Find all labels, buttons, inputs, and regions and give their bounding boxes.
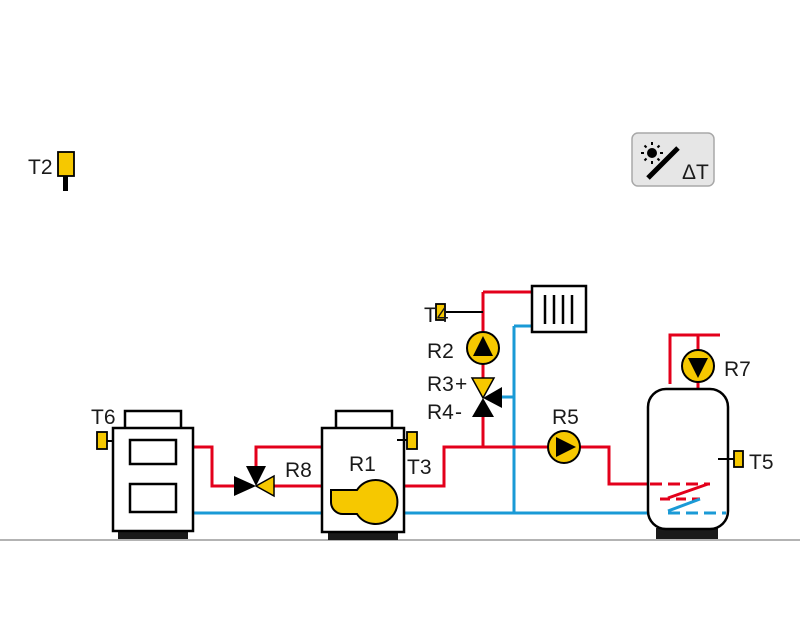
function-button[interactable]: ΔT: [631, 132, 715, 187]
label-r5: R5: [552, 406, 579, 429]
valve-right: [254, 474, 275, 498]
sensor-t5: T5: [718, 450, 774, 474]
valve-left: [234, 476, 256, 496]
storage-tank: [646, 387, 730, 539]
pump-r2: R2: [427, 331, 500, 365]
supply-pipes: [192, 290, 720, 488]
burner-icon: [329, 479, 399, 525]
valve-r3-r4: R3 + R4 -: [427, 373, 502, 424]
pump-r7: R7: [681, 349, 751, 383]
valve-side: [483, 387, 502, 408]
return-pipes: [192, 324, 675, 515]
boiler-top: [334, 409, 394, 431]
label-t5: T5: [749, 451, 774, 474]
label-r8: R8: [285, 459, 312, 482]
label-t4: T4: [424, 304, 449, 327]
valve-bottom: [472, 398, 494, 417]
boiler-base: [118, 529, 188, 539]
heat-exchanger-coil: [650, 482, 726, 515]
solid-fuel-boiler: [111, 409, 195, 539]
boiler-door-lower: [128, 482, 178, 514]
main-boiler: R1: [320, 409, 406, 540]
mixing-valve-r8: R8: [234, 459, 312, 498]
label-r3: R3: [427, 373, 454, 396]
valve-top: [246, 466, 266, 486]
boiler-base: [328, 530, 398, 540]
temperature-sensor-icon: [733, 450, 744, 468]
temperature-sensor-icon: [435, 303, 446, 321]
sensor-t3: T3: [397, 431, 432, 479]
label-t6: T6: [91, 406, 116, 429]
radiator: [530, 284, 588, 334]
delta-t-label: ΔT: [682, 161, 709, 184]
sensor-stem: [63, 174, 68, 191]
valve-top: [470, 377, 496, 400]
temperature-sensor-icon: [406, 431, 418, 450]
sensor-t4: T4: [424, 303, 483, 327]
boiler-top: [123, 409, 183, 431]
sun-icon: [641, 142, 663, 164]
outdoor-sensor-t2: T2: [28, 151, 75, 191]
label-t3: T3: [407, 456, 432, 479]
temperature-sensor-icon: [96, 431, 108, 450]
label-r3-sign: +: [455, 373, 467, 396]
sensor-t6: T6: [91, 406, 116, 450]
radiator-icon: [530, 284, 588, 334]
label-r7: R7: [724, 358, 751, 381]
tank-base: [656, 528, 718, 539]
label-t2: T2: [28, 156, 53, 179]
label-r2: R2: [427, 340, 454, 363]
label-r4: R4: [427, 401, 454, 424]
temperature-sensor-icon: [57, 151, 75, 177]
label-r4-sign: -: [455, 401, 462, 424]
pump-r5: R5: [547, 406, 581, 464]
tank-body: [646, 387, 730, 531]
boiler-door-upper: [128, 438, 178, 466]
slash-icon: [646, 146, 680, 180]
label-r1: R1: [349, 453, 376, 476]
